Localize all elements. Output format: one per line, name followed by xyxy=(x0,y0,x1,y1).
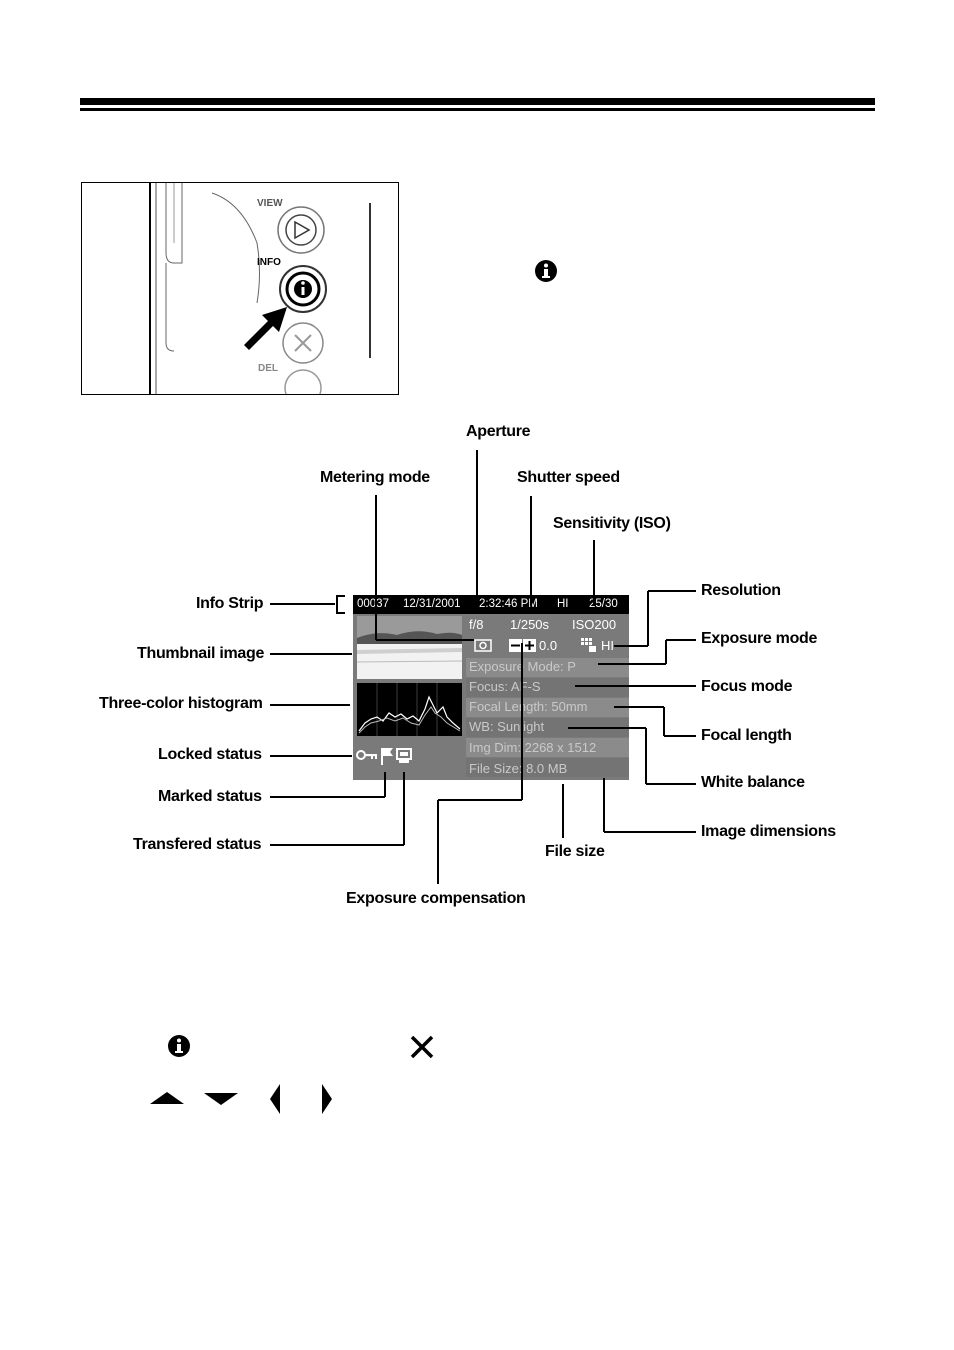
focal-length-text: Focal Length: 50mm xyxy=(469,699,588,714)
del-label: DEL xyxy=(258,363,278,374)
resolution-value: HI xyxy=(601,638,614,653)
iso-value: ISO200 xyxy=(572,617,617,632)
label-resolution: Resolution xyxy=(701,582,781,599)
info-icon xyxy=(535,260,557,282)
label-image-dimensions: Image dimensions xyxy=(701,823,836,840)
band-filesize xyxy=(466,758,629,777)
label-aperture: Aperture xyxy=(466,423,531,440)
view-label: VIEW xyxy=(257,198,283,209)
file-size-text: File Size: 8.0 MB xyxy=(469,761,568,776)
label-focal-length: Focal length xyxy=(701,727,792,744)
white-balance-text: WB: Sunlight xyxy=(469,719,545,734)
label-transfered: Transfered status xyxy=(133,836,262,853)
strip-image-number: 00037 xyxy=(357,598,389,610)
label-sensitivity: Sensitivity (ISO) xyxy=(553,515,671,532)
strip-quality: HI xyxy=(557,598,569,610)
img-dim-text: Img Dim: 2268 x 1512 xyxy=(469,740,597,755)
info-strip-bar: 00037 12/31/2001 2:32:46 PM HI 25/30 xyxy=(353,595,629,614)
arrow-left-icon xyxy=(270,1084,280,1114)
header-rule-thick xyxy=(80,98,875,105)
metering-icon xyxy=(474,639,492,652)
camera-photo: VIEW INFO DEL xyxy=(81,182,399,395)
resolution-icon xyxy=(581,638,596,652)
band-focal xyxy=(466,698,629,717)
three-color-histogram xyxy=(357,683,462,736)
thumbnail-image xyxy=(357,616,462,679)
label-white-balance: White balance xyxy=(701,774,805,791)
flag-icon xyxy=(381,748,393,765)
label-exposure-compensation: Exposure compensation xyxy=(346,890,526,907)
strip-count: 25/30 xyxy=(589,598,618,610)
strip-time: 2:32:46 PM xyxy=(479,598,538,610)
band-wb xyxy=(466,718,629,737)
shutter-value: 1/250s xyxy=(510,617,550,632)
label-info-strip: Info Strip xyxy=(196,595,264,612)
band-exposure xyxy=(466,658,629,677)
close-x-icon xyxy=(410,1035,434,1059)
aperture-value: f/8 xyxy=(469,617,484,632)
arrow-up-icon xyxy=(150,1092,184,1104)
header-rule-thin xyxy=(80,108,875,111)
band-imgdim xyxy=(466,738,629,757)
label-locked: Locked status xyxy=(158,746,262,763)
label-thumbnail: Thumbnail image xyxy=(137,645,265,662)
camera-body-illustration xyxy=(149,183,371,394)
exposure-comp-value: 0.0 xyxy=(539,638,558,653)
band-focus xyxy=(466,678,629,697)
label-histogram: Three-color histogram xyxy=(99,695,263,712)
label-focus-mode: Focus mode xyxy=(701,678,793,695)
lcd-info-screen: 00037 12/31/2001 2:32:46 PM HI 25/30 f/8… xyxy=(353,595,629,780)
label-metering-mode: Metering mode xyxy=(320,469,430,486)
key-lock-icon xyxy=(356,750,377,760)
strip-date: 12/31/2001 xyxy=(403,598,461,610)
exposure-comp-icon xyxy=(509,639,536,652)
label-marked: Marked status xyxy=(158,788,262,805)
label-exposure-mode: Exposure mode xyxy=(701,630,818,647)
info-label: INFO xyxy=(257,257,281,268)
label-shutter-speed: Shutter speed xyxy=(517,469,620,486)
arrow-right-icon xyxy=(322,1084,332,1114)
label-file-size: File size xyxy=(545,843,605,860)
arrow-down-icon xyxy=(204,1093,238,1105)
info-icon xyxy=(168,1035,190,1057)
transfer-icon xyxy=(396,748,412,763)
